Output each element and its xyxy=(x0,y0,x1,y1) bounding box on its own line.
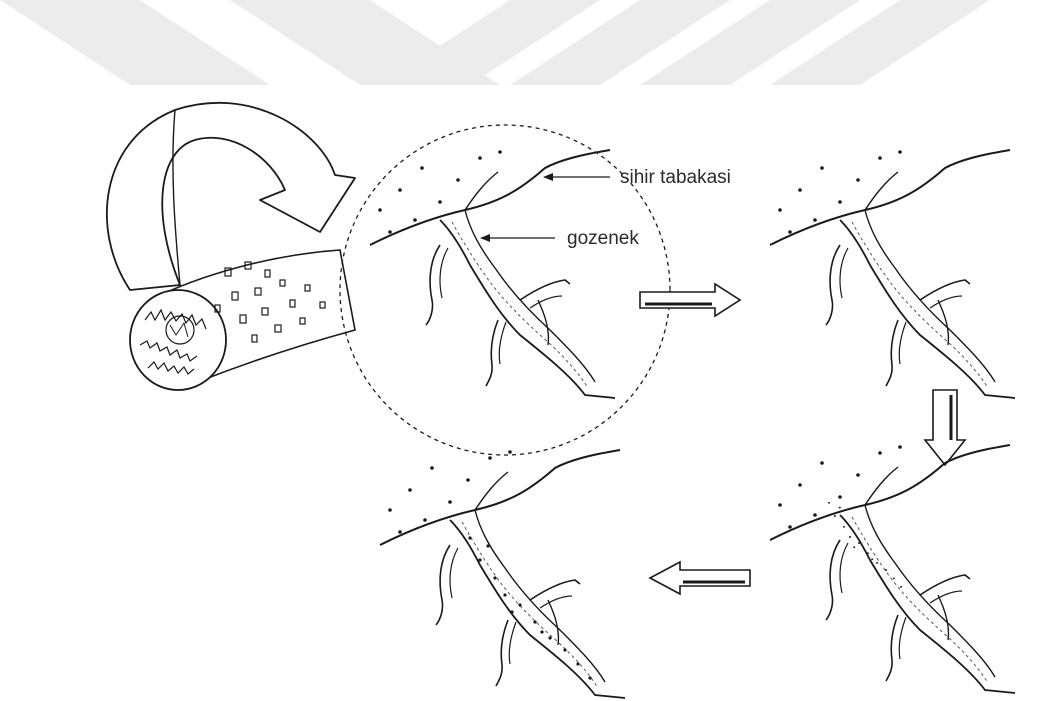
pore-label: gozenek xyxy=(567,228,639,249)
pore-panel-3 xyxy=(770,445,1015,693)
label-pore: gozenek xyxy=(480,228,639,249)
skin-layer-label: sihir tabakasi xyxy=(620,167,731,188)
right-arrow-icon xyxy=(640,284,740,316)
pore-panel-2 xyxy=(770,150,1015,398)
down-arrow-icon xyxy=(925,390,965,465)
label-skin-layer: sihir tabakasi xyxy=(543,167,731,188)
pore-panel-4 xyxy=(380,450,625,698)
pore-panel-1 xyxy=(370,150,615,398)
left-arrow-icon xyxy=(650,562,750,594)
watermark-stripes xyxy=(0,0,990,85)
